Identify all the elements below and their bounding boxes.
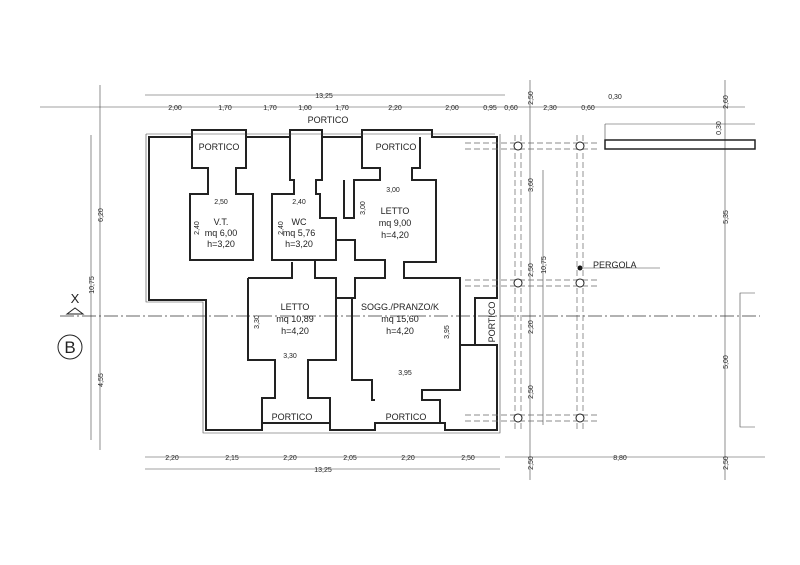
dim-bottom: 2,05 [343, 455, 357, 462]
dim-right: 2,50 [723, 456, 730, 470]
dim-bottom: 2,15 [225, 455, 239, 462]
portico-label: PORTICO [308, 115, 349, 125]
room-dim: 3,95 [398, 370, 412, 377]
dim-top: 1,70 [335, 105, 349, 112]
dim-bottom: 2,20 [283, 455, 297, 462]
dim-left-upper: 6,20 [98, 208, 105, 222]
dim-right: 2,60 [723, 95, 730, 109]
dim-right: 5,00 [723, 355, 730, 369]
dim-bottom-total: 13,25 [314, 467, 332, 474]
grid-marker-circle [57, 334, 83, 360]
dim-right: 5,35 [723, 210, 730, 224]
room-height: h=4,20 [381, 230, 409, 240]
dim-top: 2,00 [445, 105, 459, 112]
portico-label: PORTICO [272, 412, 313, 422]
pergola-label: PERGOLA [593, 260, 637, 270]
room-dim: 3,30 [283, 353, 297, 360]
dim-right: 10,75 [541, 256, 548, 274]
room-height: h=4,20 [281, 326, 309, 336]
section-letter: X [71, 291, 80, 306]
interior-walls [189, 137, 475, 430]
room-area: mq 10,89 [276, 314, 314, 324]
room-area: mq 5,76 [283, 228, 316, 238]
dim-top: 2,20 [388, 105, 402, 112]
room-dim: 2,50 [214, 199, 228, 206]
dim-top-total: 13,25 [315, 93, 333, 100]
section-arrow-icon [65, 307, 85, 315]
grid-label: B [64, 338, 75, 357]
dim-right: 3,60 [528, 178, 535, 192]
dim-left-lower: 4,55 [98, 373, 105, 387]
dim-right: 2,50 [528, 456, 535, 470]
room-area: mq 9,00 [379, 218, 412, 228]
room-dim: 2,40 [278, 221, 285, 235]
room-dim: 2,40 [292, 199, 306, 206]
room-dim: 3,30 [254, 315, 261, 329]
room-height: h=4,20 [386, 326, 414, 336]
room-dim: 3,00 [360, 201, 367, 215]
room-height: h=3,20 [207, 239, 235, 249]
dimension-lines [40, 80, 765, 480]
dim-right: 2,20 [528, 320, 535, 334]
dim-top: 1,00 [298, 105, 312, 112]
room-height: h=3,20 [285, 239, 313, 249]
room-name: WC [292, 217, 307, 227]
room-area: mq 6,00 [205, 228, 238, 238]
dim-right: 2,50 [528, 385, 535, 399]
room-name: LETTO [381, 206, 410, 216]
dim-top: 1,70 [218, 105, 232, 112]
dim-top: 1,70 [263, 105, 277, 112]
portico-label: PORTICO [376, 142, 417, 152]
dim-bottom: 2,50 [461, 455, 475, 462]
room-name: LETTO [281, 302, 310, 312]
portico-label: PORTICO [386, 412, 427, 422]
dim-left-total: 10,75 [89, 276, 96, 294]
dim-top: 2,00 [168, 105, 182, 112]
dim-top: 2,30 [543, 105, 557, 112]
dim-bottom: 2,20 [401, 455, 415, 462]
room-dim: 2,40 [194, 221, 201, 235]
dim-right: 2,50 [528, 91, 535, 105]
portico-label: PORTICO [199, 142, 240, 152]
portico-label: PORTICO [487, 302, 497, 343]
dim-top: 0,95 [483, 105, 497, 112]
dim-top-small: 0,30 [608, 94, 622, 101]
room-area: mq 15,60 [381, 314, 419, 324]
dim-top: 0,60 [581, 105, 595, 112]
room-name: SOGG./PRANZO/K [361, 302, 439, 312]
dim-bottom: 2,20 [165, 455, 179, 462]
dim-top: 0,60 [504, 105, 518, 112]
dim-right: 0,30 [716, 121, 723, 135]
dim-right: 2,50 [528, 263, 535, 277]
room-dim: 3,00 [386, 187, 400, 194]
pergola [465, 123, 756, 430]
room-dim: 3,95 [444, 325, 451, 339]
room-name: V.T. [214, 217, 229, 227]
dim-pergola-width: 8,80 [613, 455, 627, 462]
